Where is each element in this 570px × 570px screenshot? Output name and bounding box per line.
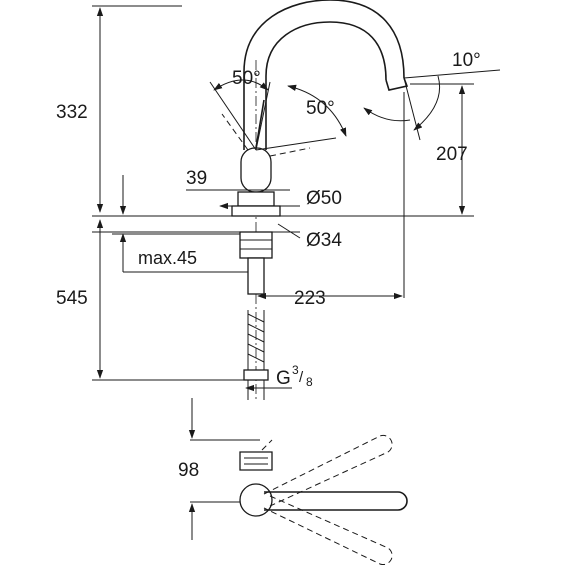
supply-hose [247, 310, 265, 370]
top-view-body [239, 483, 273, 517]
handle-center [255, 99, 265, 149]
label-thread-den: 8 [306, 375, 313, 389]
angle-ray-mid [255, 81, 271, 151]
tilt-arc [413, 75, 441, 131]
spout-outer [243, 0, 405, 150]
label-thread-num: 3 [292, 363, 299, 377]
label-39: 39 [186, 168, 207, 189]
angle-arc-right [287, 84, 347, 137]
faucet-escutcheon [231, 205, 281, 217]
label-332: 332 [56, 102, 88, 123]
spout-tip [385, 77, 409, 91]
faucet-base [237, 191, 275, 207]
handle-right-dashed [269, 147, 311, 157]
mount-nut [239, 231, 273, 259]
angle-arc-left [213, 79, 269, 91]
top-view-spout-swing-down [263, 495, 393, 566]
hose-fitting [243, 369, 269, 381]
label-d50: Ø50 [306, 188, 342, 209]
top-view-spout-swing-up [263, 434, 393, 507]
tilt-arc-2 [363, 107, 411, 122]
label-98: 98 [178, 460, 199, 481]
label-10deg: 10° [452, 50, 481, 71]
tilt-ray-1 [403, 69, 501, 79]
angle-ray-left [209, 81, 257, 151]
dim-34-leader [277, 223, 301, 239]
label-545: 545 [56, 288, 88, 309]
angle-ray-right [255, 137, 337, 151]
top-view-handle-inner [244, 457, 268, 465]
label-207: 207 [436, 144, 468, 165]
top-view-handle [239, 451, 273, 471]
handle-left-dashed [221, 113, 249, 151]
top-view-spout [264, 491, 408, 511]
label-thread-g: G [276, 368, 291, 389]
label-d34: Ø34 [306, 230, 342, 251]
top-view-handle-arm [261, 439, 273, 451]
threaded-stud [247, 257, 265, 295]
label-max45: max.45 [138, 248, 197, 268]
label-223: 223 [294, 288, 326, 309]
spout-inner [265, 21, 387, 150]
faucet-body [240, 147, 272, 193]
label-50deg-right: 50° [306, 98, 335, 119]
tilt-ray-2 [403, 77, 421, 141]
label-50deg-left: 50° [232, 68, 261, 89]
label-thread-slash: / [299, 369, 304, 386]
